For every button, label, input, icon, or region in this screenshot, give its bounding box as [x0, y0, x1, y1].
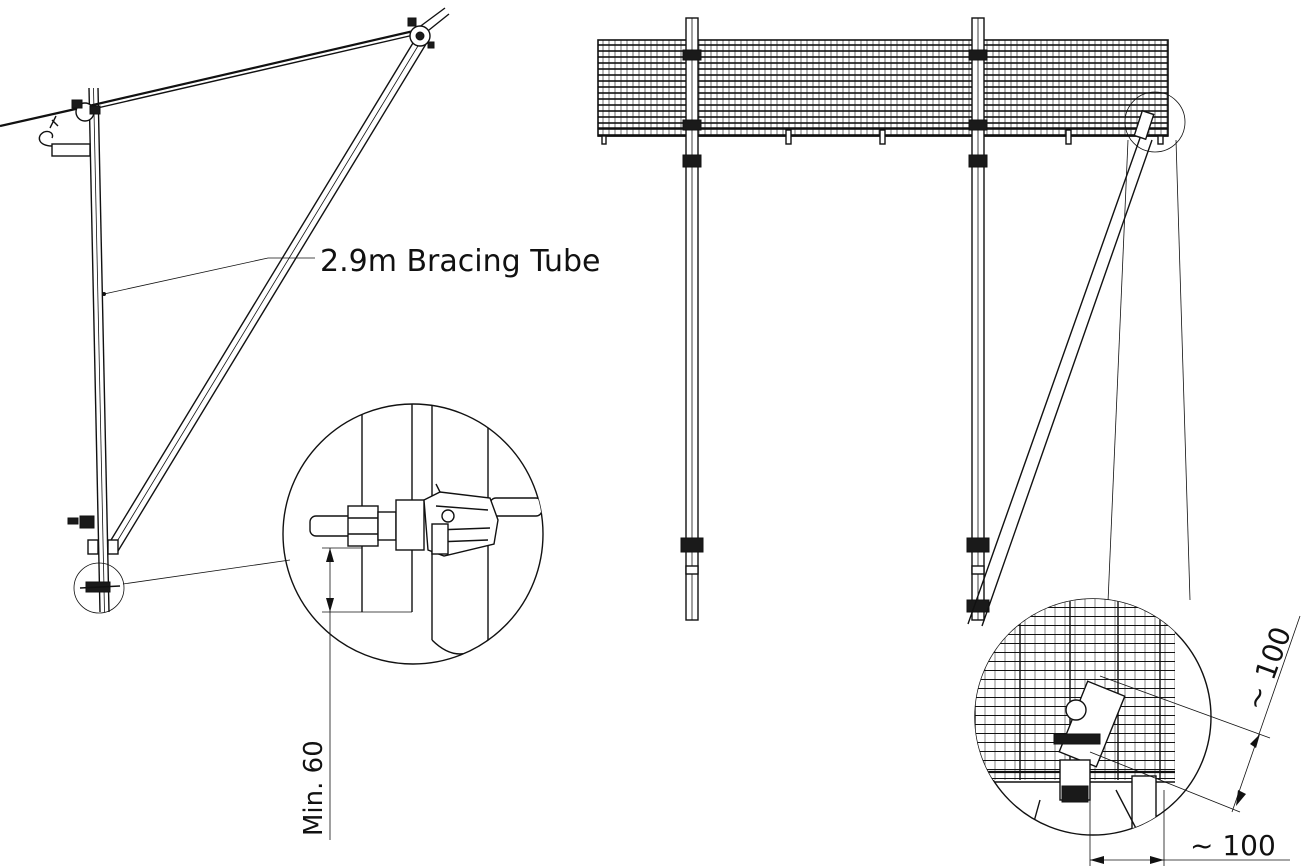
front-post-right — [966, 17, 990, 621]
hook-fitting — [38, 130, 91, 157]
detail-marker-circle-right — [1124, 91, 1186, 153]
leader-dot — [102, 292, 106, 296]
front-elevation-view — [597, 17, 1191, 627]
front-bracing-tube — [967, 109, 1155, 627]
post-top-coupler — [49, 99, 101, 129]
detail-marker-circle-left — [73, 562, 125, 614]
panel-feet — [601, 129, 1164, 145]
offset-horizontal-label: ~ 100 — [1190, 829, 1276, 862]
detail-leader-right-a — [1107, 139, 1129, 603]
min-clearance-label: Min. 60 — [299, 740, 329, 836]
front-post-left — [680, 17, 704, 621]
top-rail — [0, 28, 419, 128]
bracing-tube-leader — [103, 257, 315, 295]
detail-leader-left — [122, 559, 291, 585]
brace-top-coupler — [407, 17, 435, 49]
offset-vertical-label: ~ 100 — [1238, 622, 1298, 714]
post-lower-couplers — [67, 515, 121, 593]
brace-offset-detail-view — [974, 598, 1301, 866]
offset-horizontal-dimension — [1089, 790, 1290, 866]
upright-post — [88, 87, 110, 613]
coupler-detail-view — [282, 403, 544, 840]
offset-vertical-dimension — [1089, 615, 1301, 813]
detail-leader-right-b — [1175, 139, 1191, 601]
bracing-tube-label: 2.9m Bracing Tube — [320, 244, 600, 279]
min-clearance-dimension — [322, 547, 412, 840]
side-elevation-view — [0, 7, 450, 614]
